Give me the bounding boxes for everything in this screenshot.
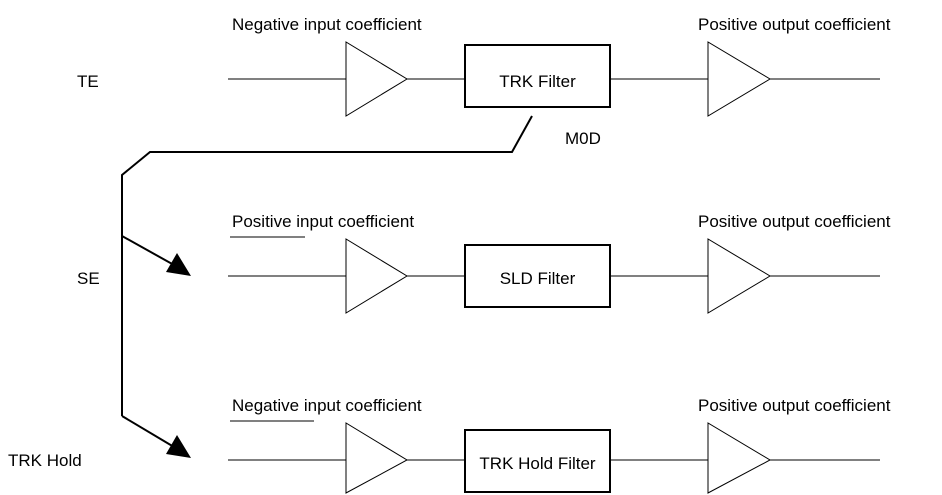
switch-branch-trk-hold <box>121 415 175 448</box>
filter-box-trk-hold <box>464 429 611 493</box>
input-amplifier-trk-hold <box>345 422 409 494</box>
output-coefficient-label-te: Positive output coefficient <box>698 15 891 34</box>
output-coefficient-label-trk-hold: Positive output coefficient <box>698 396 891 415</box>
filter-label-trk-hold: TRK Hold Filter <box>479 454 596 473</box>
filter-box-te <box>464 44 611 108</box>
arrowhead-trk-hold <box>166 435 191 458</box>
row-se: SE Positive input coefficient Positive o… <box>77 212 891 314</box>
input-coefficient-label-te: Negative input coefficient <box>232 15 422 34</box>
arrowhead-se <box>166 253 191 276</box>
filter-label-se: SLD Filter <box>500 269 576 288</box>
switch-label: M0D <box>565 129 601 148</box>
row-trk-hold: TRK Hold Negative input coefficient Posi… <box>8 396 891 494</box>
input-amplifier-se <box>345 238 408 314</box>
output-amplifier-se <box>707 238 771 314</box>
signal-label-se: SE <box>77 269 100 288</box>
output-coefficient-label-se: Positive output coefficient <box>698 212 891 231</box>
output-amplifier-te <box>707 41 771 117</box>
switch-branch-se <box>121 235 175 266</box>
switch-arm <box>121 115 533 416</box>
mode-switch: M0D <box>121 115 601 458</box>
input-amplifier-te <box>345 41 408 117</box>
output-amplifier-trk-hold <box>707 422 772 494</box>
input-coefficient-label-trk-hold: Negative input coefficient <box>232 396 422 415</box>
signal-label-trk-hold: TRK Hold <box>8 451 82 470</box>
signal-label-te: TE <box>77 72 99 91</box>
filter-label-te: TRK Filter <box>499 72 576 91</box>
input-coefficient-label-se: Positive input coefficient <box>232 212 414 231</box>
row-te: TE Negative input coefficient Positive o… <box>77 15 891 117</box>
